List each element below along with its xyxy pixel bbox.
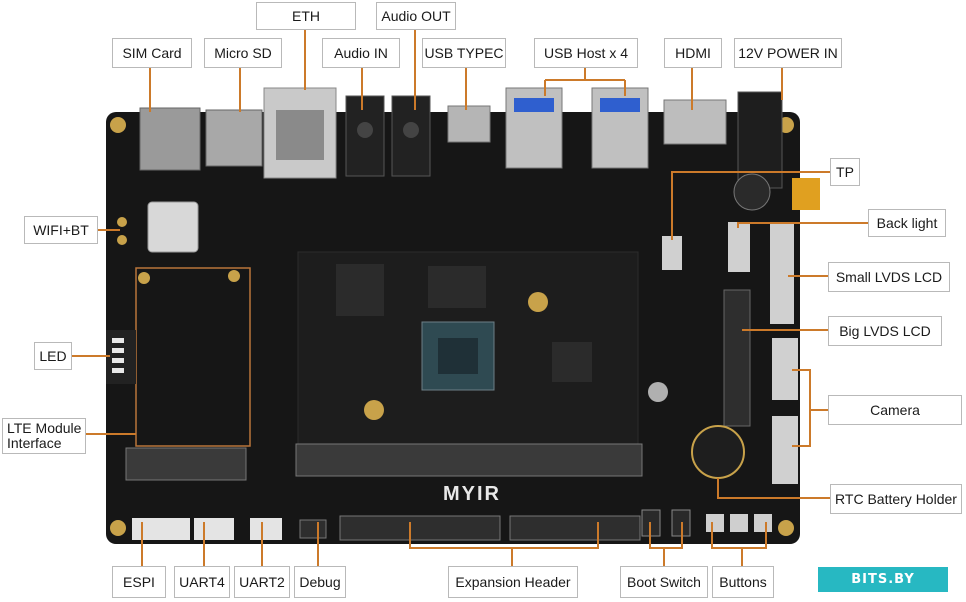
label-uart4: UART4 xyxy=(174,566,230,598)
label-uart2: UART2 xyxy=(234,566,290,598)
uart4-connector xyxy=(194,518,234,540)
audio-out-hole xyxy=(403,122,419,138)
hdmi-port xyxy=(663,99,727,145)
label-micro-sd: Micro SD xyxy=(204,38,282,68)
push-button xyxy=(706,514,724,532)
label-audio-in: Audio IN xyxy=(322,38,400,68)
brand-text: MYIR xyxy=(443,483,501,505)
small-lvds-connector xyxy=(770,224,794,324)
usb-host-port-left-blue xyxy=(514,98,554,112)
label-camera: Camera xyxy=(828,395,962,425)
camera-connector xyxy=(772,416,798,484)
som-standoff xyxy=(528,292,548,312)
processor-die xyxy=(438,338,478,374)
antenna-connector xyxy=(117,235,127,245)
label-lte-line1: LTE Module xyxy=(7,420,82,436)
push-button xyxy=(754,514,772,532)
label-small-lvds: Small LVDS LCD xyxy=(828,262,950,292)
expansion-header-left xyxy=(339,515,501,541)
som-standoff xyxy=(364,400,384,420)
ram-chip xyxy=(336,264,384,316)
label-rtc: RTC Battery Holder xyxy=(830,484,962,514)
label-tp: TP xyxy=(830,158,860,186)
leader-lines xyxy=(72,30,868,566)
espi-connector xyxy=(132,518,190,540)
push-button xyxy=(730,514,748,532)
label-sim-card: SIM Card xyxy=(112,38,192,68)
uart2-connector xyxy=(250,518,282,540)
label-expansion: Expansion Header xyxy=(448,566,578,598)
label-lte-line2: Interface xyxy=(7,435,62,451)
mount-hole xyxy=(778,520,794,536)
mount-hole xyxy=(110,117,126,133)
label-eth: ETH xyxy=(256,2,356,30)
big-lvds-header xyxy=(723,289,751,427)
standoff xyxy=(648,382,668,402)
expansion-header-right xyxy=(509,515,641,541)
micro-sd-slot xyxy=(205,109,263,167)
ram-chip xyxy=(428,266,486,308)
label-big-lvds: Big LVDS LCD xyxy=(828,316,942,346)
som-connector xyxy=(295,443,643,477)
label-lte: LTE Module Interface xyxy=(2,418,86,454)
label-led: LED xyxy=(34,342,72,370)
power-switch xyxy=(792,178,820,210)
debug-connector xyxy=(299,519,327,539)
label-debug: Debug xyxy=(294,566,346,598)
led xyxy=(112,338,124,343)
mount-hole xyxy=(110,520,126,536)
lte-standoff xyxy=(138,272,150,284)
eth-port-opening xyxy=(276,110,324,160)
usb-host-port-right-blue xyxy=(600,98,640,112)
label-usb-host: USB Host x 4 xyxy=(534,38,638,68)
label-back-light: Back light xyxy=(868,209,946,237)
label-boot-switch: Boot Switch xyxy=(620,566,708,598)
led xyxy=(112,358,124,363)
led xyxy=(112,348,124,353)
label-power-in: 12V POWER IN xyxy=(734,38,842,68)
tp-connector xyxy=(662,236,682,270)
capacitor xyxy=(733,173,771,211)
audio-in-hole xyxy=(357,122,373,138)
label-espi: ESPI xyxy=(112,566,166,598)
label-usb-typec: USB TYPEC xyxy=(422,38,506,68)
rtc-battery xyxy=(691,425,745,479)
label-wifi-bt: WIFI+BT xyxy=(24,216,98,244)
power-jack xyxy=(737,91,783,189)
pmic-chip xyxy=(552,342,592,382)
lte-standoff xyxy=(228,270,240,282)
antenna-connector xyxy=(117,217,127,227)
lte-connector xyxy=(125,447,247,481)
label-hdmi: HDMI xyxy=(664,38,722,68)
label-buttons: Buttons xyxy=(712,566,774,598)
watermark-badge: BITS.BY xyxy=(818,567,948,592)
led xyxy=(112,368,124,373)
sim-card-slot xyxy=(139,107,201,171)
label-audio-out: Audio OUT xyxy=(376,2,456,30)
wifi-bt-module xyxy=(147,201,199,253)
usb-typec-port xyxy=(447,105,491,143)
backlight-connector xyxy=(728,222,750,272)
